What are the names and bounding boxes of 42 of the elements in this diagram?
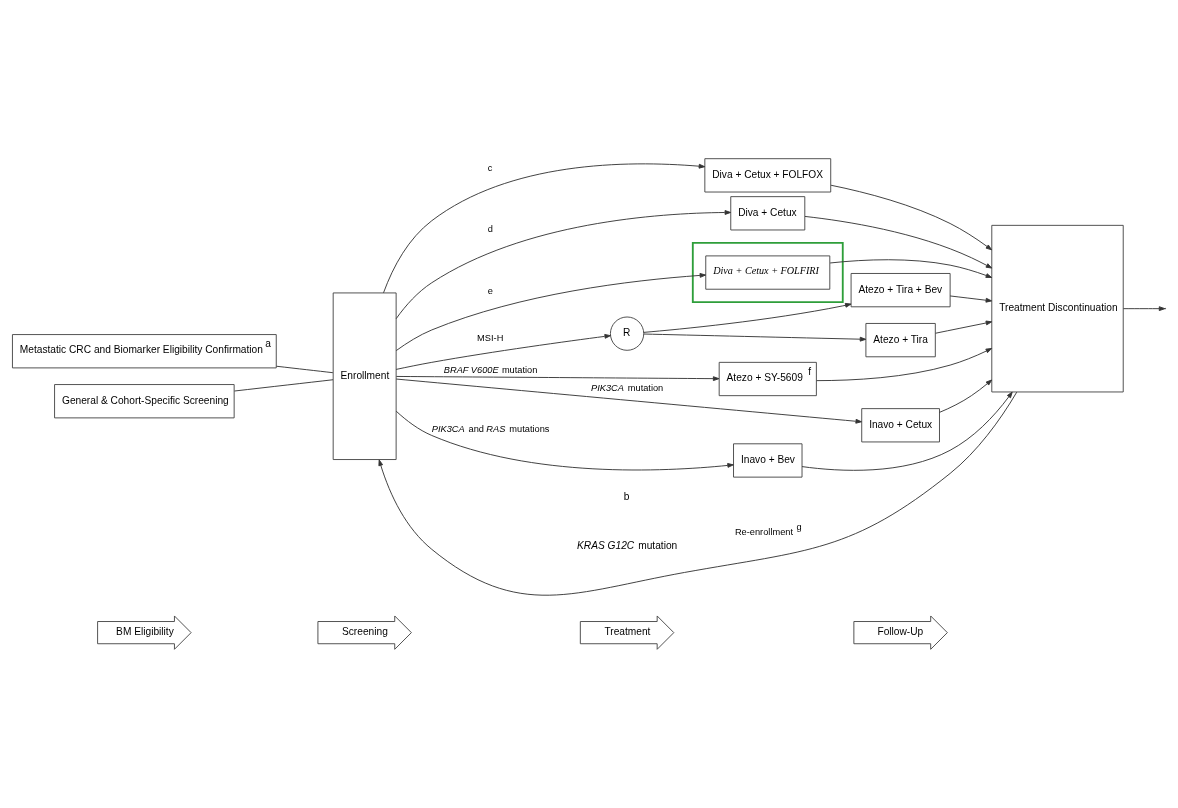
arrow xyxy=(395,210,732,320)
node-box: Inavo + Cetux xyxy=(861,408,940,443)
connector xyxy=(234,379,334,392)
node-box: Enrollment xyxy=(332,292,397,460)
label: KRAS G12C mutation xyxy=(577,540,678,552)
arrow xyxy=(395,273,707,352)
node-circle: R xyxy=(609,316,645,351)
arrow xyxy=(643,302,852,333)
node-box: Atezo + Tira + Bev xyxy=(850,273,951,308)
connector xyxy=(276,365,334,374)
edge-label: MSI-H xyxy=(477,333,504,344)
arrow xyxy=(1122,306,1166,312)
arrow xyxy=(804,215,993,269)
edge-label: d xyxy=(487,223,493,234)
arrow xyxy=(830,184,993,251)
arrow xyxy=(829,259,993,278)
node-box: Diva + Cetux + FOLFOX xyxy=(704,158,832,193)
node-box: Inavo + Bev xyxy=(733,443,803,478)
node-box: Diva + Cetux xyxy=(730,196,806,231)
arrow xyxy=(801,391,1013,471)
arrow xyxy=(395,375,720,382)
node-box: Diva + Cetux + FOLFIRI xyxy=(705,255,831,290)
edge-label: e xyxy=(487,285,493,296)
edge-label: PIK3CA mutation xyxy=(590,383,664,394)
edge-label: PIK3CA and RAS mutations xyxy=(431,423,550,434)
node-box: Treatment Discontinuation xyxy=(991,224,1124,393)
arrow xyxy=(643,333,867,342)
arrow xyxy=(939,379,993,413)
arrow xyxy=(383,163,706,294)
edge-label: BRAF V600E mutation xyxy=(443,364,538,375)
arrow xyxy=(816,348,993,382)
arrow xyxy=(949,295,993,303)
arrow xyxy=(395,333,611,370)
arrow xyxy=(935,320,993,334)
label: b xyxy=(623,491,630,503)
arrow xyxy=(395,378,862,424)
edge-label: c xyxy=(487,162,493,173)
arrow xyxy=(395,410,734,471)
node-box: General & Cohort-Specific Screening xyxy=(54,384,235,419)
node-box: Atezo + Tira xyxy=(865,323,936,358)
cluster xyxy=(691,242,844,304)
arrow xyxy=(378,391,1018,596)
